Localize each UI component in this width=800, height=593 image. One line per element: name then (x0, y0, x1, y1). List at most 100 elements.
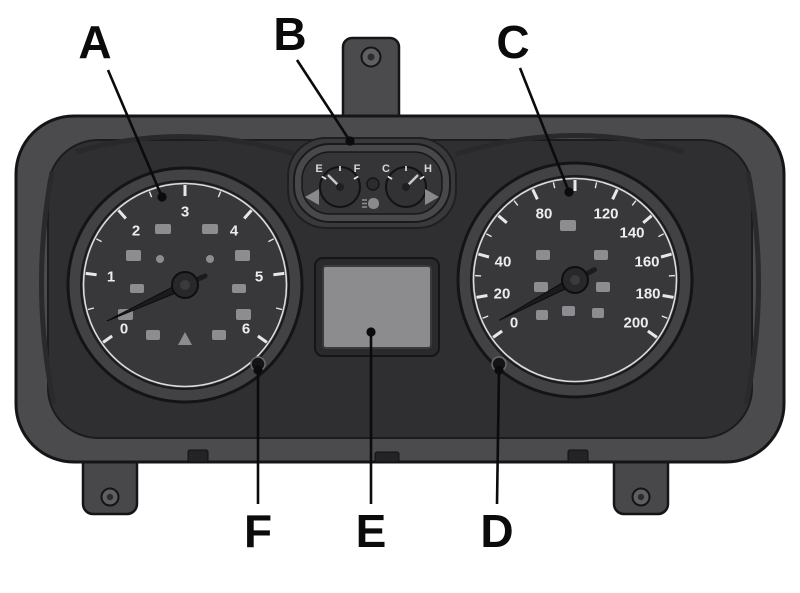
tach-hub-center (180, 280, 190, 290)
screw-center (637, 493, 645, 501)
callout-e: E (356, 327, 387, 557)
screw-center (106, 493, 114, 501)
housing-contour (743, 171, 761, 405)
telltale-icon (596, 282, 610, 292)
gauge-tick (268, 238, 275, 243)
tach-tick-label: 0 (120, 320, 128, 337)
speedo-ticks (475, 180, 675, 339)
callout-a-line (106, 69, 164, 198)
telltale-icon (235, 250, 250, 261)
temperature-gauge: C H (382, 163, 432, 208)
fuel-empty-label: E (315, 163, 322, 175)
speedo-ring (472, 177, 678, 383)
clip (567, 449, 589, 463)
tach-tick-label: 2 (132, 222, 140, 239)
callout-b-dot (345, 136, 355, 146)
clip (374, 451, 400, 463)
tach-tick-label: 6 (242, 320, 250, 337)
turn-signal-left-icon (305, 189, 319, 205)
callout-a-dot (157, 192, 167, 202)
speedo-tick-label: 0 (510, 314, 518, 331)
hood-contour (455, 133, 685, 157)
gauge-tick (594, 182, 598, 189)
hood-contour (75, 134, 295, 157)
tach-tick-label: 3 (181, 203, 189, 220)
callout-b-label: B (273, 8, 306, 60)
callout-f-dot (253, 365, 263, 375)
center-display (314, 257, 440, 357)
gauge-tick (87, 307, 95, 311)
callout-c-line (518, 67, 571, 193)
callout-a-label: A (78, 16, 111, 68)
gauge-tick (321, 175, 327, 180)
speedo-tick-label: 20 (494, 285, 511, 302)
gauge-tick (552, 182, 556, 189)
speedo-tick-label: 180 (635, 285, 660, 302)
gauge-tick (647, 329, 658, 339)
gauge-tick (662, 294, 674, 299)
callout-c: C (496, 16, 574, 197)
tach-tick-label: 1 (107, 268, 115, 285)
gauge-tick (642, 214, 653, 224)
gauge-tick (273, 271, 285, 277)
gauge-tick (531, 188, 539, 200)
gauge-tick (497, 214, 508, 224)
speedo-tick-label: 120 (593, 205, 618, 222)
fuel-temp-pod: E F C H (287, 137, 457, 229)
callout-d-label: D (480, 505, 513, 557)
speedo-tick-label: 160 (634, 253, 659, 270)
gauge-tick (117, 209, 127, 220)
speedo-hub-center (570, 275, 580, 285)
telltale-icon (592, 308, 604, 318)
callout-e-dot (366, 327, 376, 337)
gauge-tick (419, 175, 425, 180)
telltale-icon (236, 309, 251, 320)
temp-ticks (387, 166, 425, 180)
gauge-tick (658, 233, 665, 238)
tach-tick-label: 4 (230, 222, 239, 239)
fuel-hub (336, 183, 344, 191)
gauge-tick (513, 200, 519, 206)
fuel-ticks (321, 166, 359, 180)
housing-contour (39, 171, 57, 405)
gauge-tick (631, 200, 637, 206)
speedo-tick-label: 40 (495, 253, 512, 270)
gauge-tick (85, 271, 97, 277)
callout-d-line (495, 369, 501, 505)
callout-f-label: F (244, 505, 272, 557)
tach-ring (82, 182, 288, 388)
gauge-tick (95, 238, 102, 243)
speedo-tick-label: 200 (623, 314, 648, 331)
gauge-tick (148, 191, 153, 198)
callout-b: B (273, 8, 355, 146)
callout-e-label: E (356, 505, 387, 557)
fuel-full-label: F (354, 163, 361, 175)
gauge-tick (660, 252, 672, 259)
tach-tick-label: 5 (255, 268, 263, 285)
temp-cold-label: C (382, 163, 390, 175)
callouts: A B C F E D (78, 8, 574, 557)
display-screen (322, 265, 432, 349)
gauge-tick (387, 175, 393, 180)
gauge-tick (485, 233, 492, 238)
turn-signal-right-icon (425, 189, 439, 205)
telltale-icon (206, 255, 214, 263)
telltale-icon (536, 250, 550, 260)
gauge-tick (353, 175, 359, 180)
callout-f: F (244, 365, 272, 557)
telltale-icon (155, 224, 171, 234)
gauge-tick (661, 315, 668, 319)
gauge-tick (476, 294, 488, 299)
telltale-icon (534, 282, 548, 292)
gauge-tick (478, 252, 490, 259)
fuel-gauge: E F (315, 163, 361, 208)
callout-b-line (295, 59, 352, 142)
speedo-tick-label: 140 (619, 224, 644, 241)
callout-d-dot (494, 365, 504, 375)
temp-hot-label: H (424, 163, 432, 175)
gauge-tick (257, 334, 268, 344)
fuel-pump-icon (562, 306, 575, 316)
clip (187, 449, 209, 463)
speedo-tick-label: 80 (536, 205, 553, 222)
